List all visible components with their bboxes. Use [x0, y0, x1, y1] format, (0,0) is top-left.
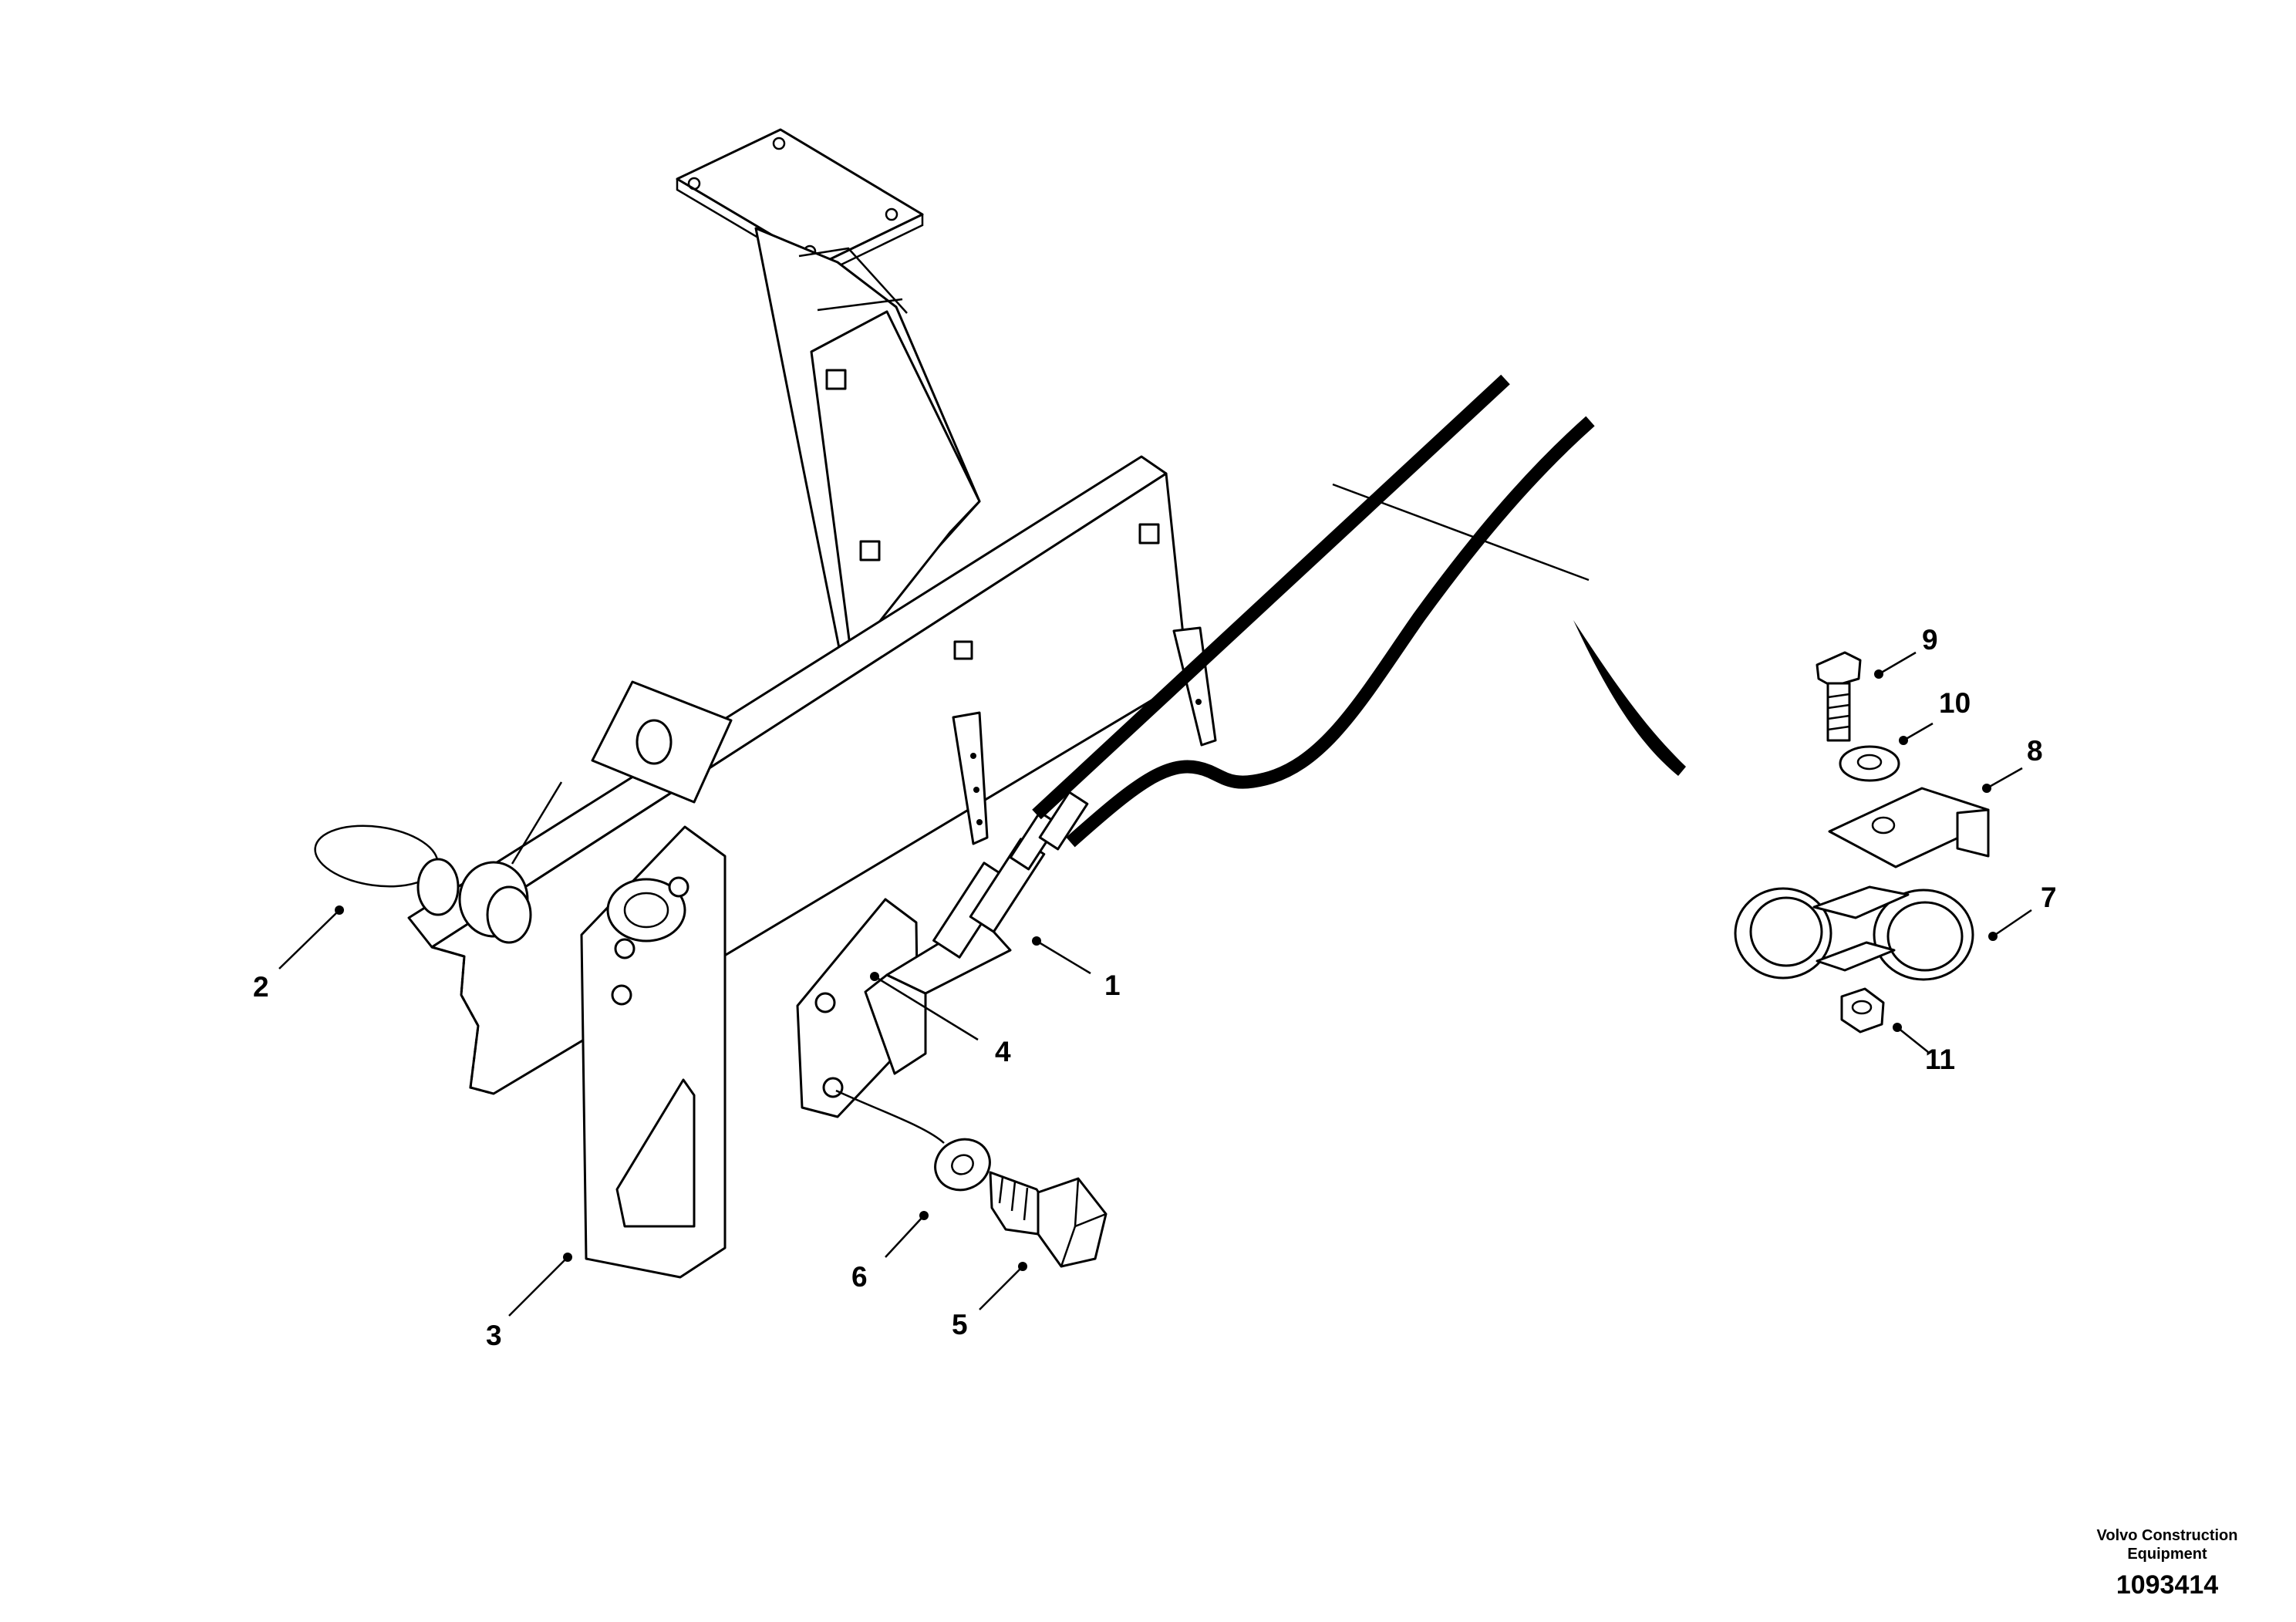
callout-2: 2 — [253, 905, 344, 1003]
svg-text:6: 6 — [851, 1261, 868, 1293]
svg-text:9: 9 — [1922, 624, 1938, 656]
detail-p-clamp — [1734, 885, 1974, 981]
upper-bracket — [676, 128, 981, 659]
svg-text:7: 7 — [2041, 882, 2057, 913]
callout-1: 1 — [1032, 936, 1121, 1001]
detail-angle-bracket — [1828, 787, 1990, 868]
detail-indicator — [1332, 483, 1686, 776]
svg-text:10: 10 — [1939, 687, 1971, 719]
frame-clip-left — [952, 711, 989, 845]
svg-text:4: 4 — [995, 1036, 1011, 1067]
callout-10: 10 — [1899, 687, 1971, 745]
control-cables — [932, 374, 1595, 959]
callout-3: 3 — [486, 1253, 572, 1351]
callout-4: 4 — [870, 972, 1011, 1067]
detail-bolt — [1816, 651, 1862, 742]
svg-text:1: 1 — [1104, 969, 1121, 1001]
bolt-leader-arc — [835, 1089, 945, 1144]
drawing-number: 1093414 — [2116, 1570, 2219, 1600]
svg-text:3: 3 — [486, 1320, 502, 1351]
callout-8: 8 — [1982, 735, 2043, 793]
brand-name-line2: Equipment — [2127, 1546, 2207, 1563]
mounting-plate — [580, 825, 727, 1279]
brand-name-line1: Volvo Construction — [2096, 1527, 2238, 1544]
detail-hex-nut — [1840, 987, 1885, 1034]
quick-release-pin — [314, 781, 563, 944]
svg-text:2: 2 — [253, 971, 269, 1003]
callout-11: 11 — [1893, 1023, 1955, 1075]
callout-7: 7 — [1988, 882, 2057, 941]
callout-6: 6 — [851, 1211, 929, 1293]
svg-text:8: 8 — [2027, 735, 2043, 767]
hex-bolt — [989, 1171, 1108, 1268]
cable-bracket — [796, 898, 1012, 1118]
svg-text:5: 5 — [952, 1309, 968, 1340]
callout-9: 9 — [1874, 624, 1938, 679]
detail-washer — [1839, 745, 1900, 782]
svg-text:11: 11 — [1925, 1044, 1955, 1075]
washer — [934, 1138, 991, 1192]
callout-5: 5 — [952, 1262, 1027, 1340]
